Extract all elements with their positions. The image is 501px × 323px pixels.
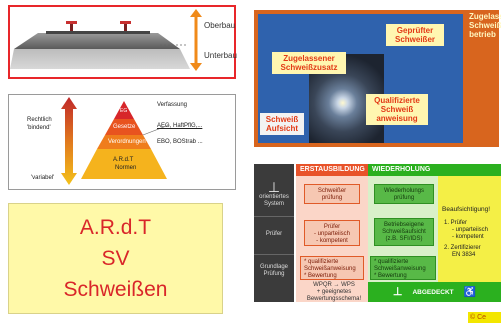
copyright-badge: © Ce	[468, 312, 501, 323]
beaufsichtigung-title: Beaufsichtigung!	[442, 206, 491, 213]
rail-icon-small: ⊥	[392, 285, 403, 298]
level-eg: EG	[120, 108, 128, 114]
ardt-sv-schweissen-box: A.R.d.T SV Schweißen	[8, 203, 223, 314]
level-verordnungen: Verordnungen	[108, 139, 146, 145]
accessibility-icon: ♿	[463, 286, 477, 298]
header-erstausbildung: ERSTAUSBILDUNG	[296, 164, 368, 176]
level-gesetze: Gesetze	[113, 124, 136, 130]
label-bindend: 'bindend'	[27, 125, 51, 131]
rail-icon: ⊥	[267, 179, 281, 195]
beaufsichtigung-box	[438, 176, 501, 286]
label-rechtlich: Rechtlich	[27, 117, 52, 123]
abgedeckt-bar: ⊥ ABGEDECKT ♿	[368, 282, 501, 302]
track-diagram-panel: Oberbau Unterbau	[8, 5, 237, 79]
label-unterbau: Unterbau	[204, 51, 237, 60]
box-pruefer: Prüfer- unparteiisch- kompetent	[304, 220, 360, 246]
track-cross-section-graphic	[10, 9, 202, 71]
line-ardt: A.R.d.T	[79, 216, 152, 239]
legal-pyramid-panel: Rechtlich 'bindend' 'variabel' EG Gesetz…	[8, 94, 236, 190]
label-oberbau: Oberbau	[204, 21, 236, 30]
line-sv: SV	[101, 247, 130, 270]
level-normen: Normen	[115, 165, 137, 171]
beaufsichtigung-list: 1. Prüfer - unparteiisch - kompetent 2. …	[444, 220, 489, 258]
level-ardt: A.R.d.T	[113, 157, 134, 163]
pyramid-graphic	[61, 97, 170, 185]
row-label-pruefer: Prüfer	[254, 216, 294, 252]
label-variabel: 'variabel'	[31, 175, 55, 181]
line-schweissen: Schweißen	[63, 278, 168, 301]
label-ebo: EBO, BOStrab ...	[157, 139, 203, 145]
label-verfassung: Verfassung	[157, 102, 188, 108]
header-wiederholung: WIEDERHOLUNG	[368, 164, 501, 176]
abgedeckt-label: ABGEDECKT	[412, 288, 454, 296]
note-schweissbetrieb: ZugelassenerSchweißbetrieb	[466, 10, 501, 41]
label-aeg: AEG, HaftPflG,...	[157, 123, 203, 129]
